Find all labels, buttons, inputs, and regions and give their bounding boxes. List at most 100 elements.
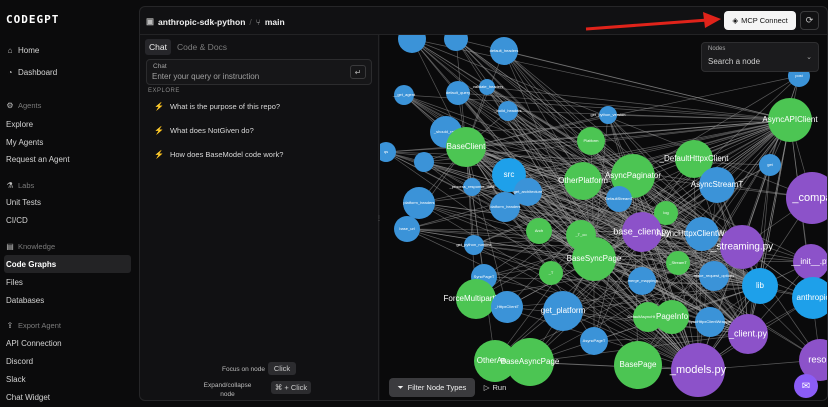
suggestion-item[interactable]: ⚡ How does BaseModel code work? xyxy=(154,150,283,159)
graph-node[interactable]: AsyncHttpxClientWrapper xyxy=(656,217,748,251)
graph-node[interactable]: SyncHttpxClientWrapper xyxy=(688,307,733,337)
sidebar-item-dashboard[interactable]: ◔ Dashboard xyxy=(4,63,131,81)
graph-node[interactable]: ForceMultipartDict xyxy=(444,279,510,319)
graph-node-circle[interactable] xyxy=(666,251,690,275)
graph-node-circle[interactable] xyxy=(655,300,689,334)
run-button[interactable]: ▷ Run xyxy=(477,378,513,397)
graph-node-circle[interactable] xyxy=(614,341,662,389)
nodes-search-panel[interactable]: Nodes Search a node ⌄ xyxy=(701,42,819,72)
graph-node[interactable]: base_url xyxy=(394,216,420,242)
graph-node-circle[interactable] xyxy=(628,267,656,295)
graph-node[interactable]: BaseClient xyxy=(446,127,486,167)
graph-node[interactable]: lib xyxy=(742,268,778,304)
graph-node[interactable]: qs xyxy=(380,142,396,162)
graph-node-circle[interactable] xyxy=(622,212,662,252)
sidebar-item-my-agents[interactable]: My Agents xyxy=(4,133,131,151)
graph-node-circle[interactable] xyxy=(599,106,617,124)
graph-node-circle[interactable] xyxy=(759,154,781,176)
graph-node-circle[interactable] xyxy=(491,291,523,323)
suggestion-item[interactable]: ⚡ What is the purpose of this repo? xyxy=(154,102,280,111)
graph-node[interactable]: get_python_runtime xyxy=(456,235,492,255)
branch-name[interactable]: main xyxy=(264,16,285,27)
graph-node-circle[interactable] xyxy=(514,178,542,206)
graph-node[interactable]: make_request_options xyxy=(694,261,734,291)
graph-node[interactable]: get xyxy=(759,154,781,176)
graph-node[interactable]: _compa xyxy=(786,172,828,224)
graph-node[interactable]: BasePage xyxy=(614,341,662,389)
graph-node-circle[interactable] xyxy=(490,37,518,65)
sidebar-item-cicd[interactable]: CI/CD xyxy=(4,211,131,229)
sidebar-item-code-graphs[interactable]: Code Graphs xyxy=(4,255,131,273)
repo-name[interactable]: anthropic-sdk-python xyxy=(158,16,246,27)
filter-node-types-button[interactable]: ⏷ Filter Node Types xyxy=(389,378,475,397)
graph-node[interactable]: OtherPlatform xyxy=(558,162,608,200)
graph-node-circle[interactable] xyxy=(398,35,426,53)
graph-node-circle[interactable] xyxy=(699,167,735,203)
graph-node[interactable]: __get_agent xyxy=(392,85,416,105)
sidebar-item-slack[interactable]: Slack xyxy=(4,370,131,388)
graph-node[interactable]: OtherArch xyxy=(474,340,516,382)
graph-node[interactable]: get_python_version xyxy=(591,106,626,124)
graph-node-circle[interactable] xyxy=(742,268,778,304)
graph-node[interactable]: _build_headers xyxy=(493,101,522,121)
graph-node-circle[interactable] xyxy=(793,244,828,280)
graph-node-circle[interactable] xyxy=(446,81,470,105)
graph-node-circle[interactable] xyxy=(792,277,828,319)
graph-node-circle[interactable] xyxy=(768,98,812,142)
graph-node-circle[interactable] xyxy=(539,261,563,285)
graph-node[interactable]: base_client.py xyxy=(613,212,671,252)
graph-node[interactable]: _T xyxy=(539,261,563,285)
graph-node[interactable] xyxy=(444,35,468,51)
graph-node-circle[interactable] xyxy=(728,314,768,354)
sidebar-item-unit-tests[interactable]: Unit Tests xyxy=(4,193,131,211)
graph-node-circle[interactable] xyxy=(654,201,678,225)
graph-node[interactable]: BaseSyncPage xyxy=(567,237,622,281)
graph-node-circle[interactable] xyxy=(580,327,608,355)
graph-node[interactable]: _process_response_data xyxy=(449,178,496,196)
graph-node[interactable]: anthropic xyxy=(792,277,828,319)
graph-node[interactable]: PageInfo xyxy=(655,300,689,334)
graph-node[interactable]: platform_headers xyxy=(403,187,435,219)
graph-node[interactable]: default_query xyxy=(446,81,470,105)
graph-node-circle[interactable] xyxy=(464,235,484,255)
suggestion-item[interactable]: ⚡ What does NotGiven do? xyxy=(154,126,254,135)
graph-node[interactable]: get_platform xyxy=(541,291,586,331)
graph-node-circle[interactable] xyxy=(543,291,583,331)
graph-node[interactable]: _client.py xyxy=(728,314,768,354)
graph-node-circle[interactable] xyxy=(633,302,663,332)
graph-node-circle[interactable] xyxy=(526,218,552,244)
graph-node-circle[interactable] xyxy=(695,307,725,337)
mcp-connect-button[interactable]: ◈ MCP Connect xyxy=(724,11,796,30)
graph-node[interactable]: _DefaultHttpxClient xyxy=(659,140,730,178)
graph-node[interactable]: BaseAsyncPage xyxy=(501,338,560,386)
graph-node[interactable]: resou xyxy=(799,339,828,381)
graph-node[interactable]: _HttpxClientT xyxy=(491,291,523,323)
graph-node[interactable]: log xyxy=(654,201,678,225)
sidebar-item-home[interactable]: ⌂ Home xyxy=(4,41,131,59)
graph-node-circle[interactable] xyxy=(506,338,554,386)
graph-node[interactable]: _merge_mappings xyxy=(624,267,659,295)
graph-node[interactable]: _validate_headers xyxy=(470,79,504,95)
graph-node-circle[interactable] xyxy=(463,178,481,196)
graph-node-circle[interactable] xyxy=(577,127,605,155)
graph-node-circle[interactable] xyxy=(446,127,486,167)
graph-node[interactable]: _DefaultAsyncHttpxClient xyxy=(624,302,672,332)
graph-node[interactable] xyxy=(398,35,426,53)
sidebar-item-api-connection[interactable]: API Connection xyxy=(4,334,131,352)
graph-node[interactable]: _StreamT xyxy=(666,251,690,275)
graph-node-circle[interactable] xyxy=(444,35,468,51)
sidebar-item-request-agent[interactable]: Request an Agent xyxy=(4,150,131,168)
graph-node-circle[interactable] xyxy=(490,192,520,222)
graph-node[interactable]: _streaming.py xyxy=(710,225,773,269)
sidebar-item-chat-widget[interactable]: Chat Widget xyxy=(4,388,131,406)
refresh-button[interactable]: ⟳ xyxy=(800,11,819,30)
graph-node-circle[interactable] xyxy=(720,225,764,269)
graph-node-circle[interactable] xyxy=(572,237,616,281)
tab-code-docs[interactable]: Code & Docs xyxy=(176,42,228,52)
graph-node[interactable]: AsyncAPIClient xyxy=(762,98,818,142)
tab-chat[interactable]: Chat xyxy=(145,39,171,55)
graph-node[interactable]: get_architecture xyxy=(514,178,543,206)
send-button[interactable]: ↵ xyxy=(350,65,366,79)
